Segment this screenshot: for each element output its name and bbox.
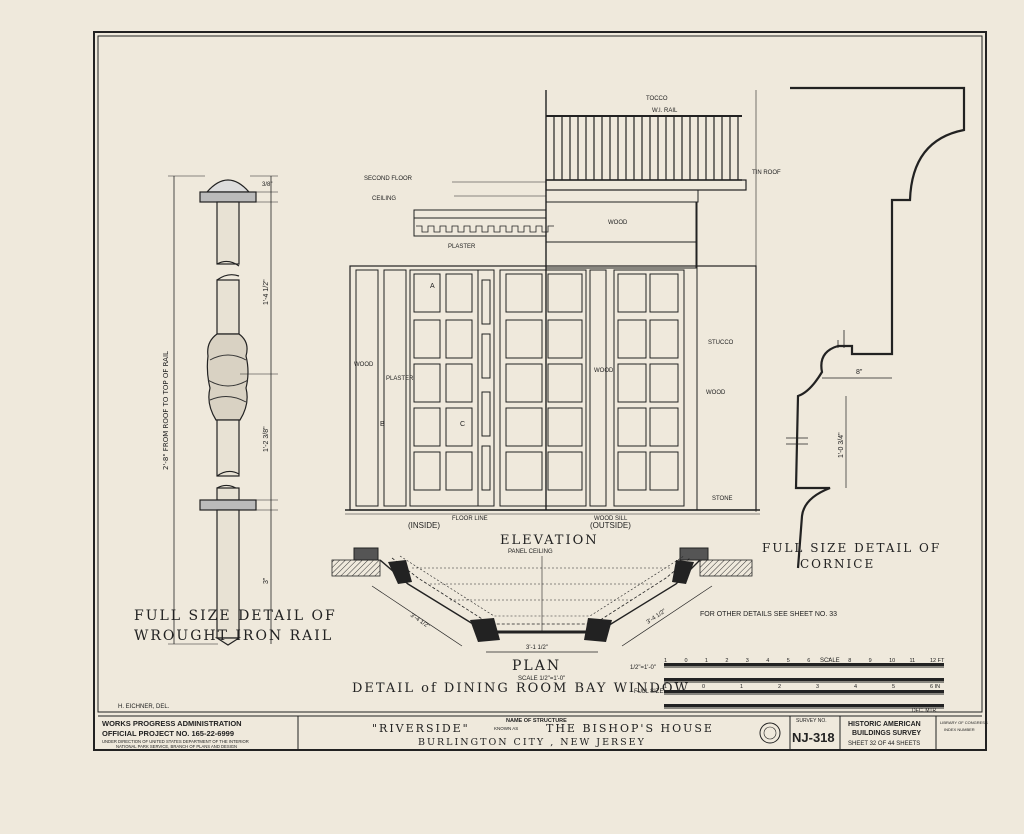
library-line2: INDEX NUMBER xyxy=(944,727,975,732)
survey-no-label: SURVEY NO. xyxy=(796,718,827,724)
scale-row2-label: FULL SIZE xyxy=(634,689,663,695)
sheet-number: SHEET 32 OF 44 SHEETS xyxy=(848,741,920,747)
scale-row1-tick-3: 2 xyxy=(725,658,728,664)
rail-caption-line2: WROUGHT IRON RAIL xyxy=(134,628,333,644)
delineator: H. EICHNER, DEL. xyxy=(118,704,170,710)
wpa-line3: UNDER DIRECTION OF UNITED STATES DEPARTM… xyxy=(102,739,249,744)
scale-row1-tick-11: 10 xyxy=(889,658,895,664)
rail-vertical-note: 2'-8" FROM ROOF TO TOP OF RAIL xyxy=(162,351,170,470)
scale-row2-tick-5: 4 xyxy=(854,684,857,690)
marker-a: A xyxy=(430,283,435,290)
bay-window-plan xyxy=(331,547,753,653)
note-plaster-left: PLASTER xyxy=(386,376,414,382)
cornice-caption-line2: CORNICE xyxy=(800,557,875,571)
scale-row2-tick-2: 1 xyxy=(740,684,743,690)
note-wood-right: WOOD xyxy=(706,390,726,396)
wpa-line2: OFFICIAL PROJECT NO. 165-22-6999 xyxy=(102,729,234,738)
habs-line1: HISTORIC AMERICAN xyxy=(848,721,921,728)
plan-label: PLAN xyxy=(512,658,561,674)
library-line1: LIBRARY OF CONGRESS xyxy=(940,720,988,725)
scale-row2-tick-3: 2 xyxy=(778,684,781,690)
cornice-dim-width: 8" xyxy=(856,369,863,376)
note-stone: STONE xyxy=(712,496,733,502)
outer-border xyxy=(93,31,987,751)
note-outside: (OUTSIDE) xyxy=(590,521,631,530)
note-plaster-top: PLASTER xyxy=(448,244,476,250)
scale-row1-tick-4: 3 xyxy=(746,658,749,664)
rail-caption-line1: FULL SIZE DETAIL OF xyxy=(134,608,337,624)
known-as: KNOWN AS xyxy=(494,726,518,731)
scale-row1-tick-0: 1 xyxy=(664,658,667,664)
note-tocco: TOCCO xyxy=(646,96,668,102)
scale-row1-tick-7: 6 xyxy=(807,658,810,664)
scale-row1-tick-5: 4 xyxy=(766,658,769,664)
scale-row2-tick-6: 5 xyxy=(892,684,895,690)
rail-dim-upper: 1'-4 1/2" xyxy=(263,279,270,305)
note-inside: (INSIDE) xyxy=(408,521,440,530)
scale-row2-ticks: 1 0 1 2 3 4 5 6 IN xyxy=(664,684,940,690)
inner-border xyxy=(97,35,983,713)
plan-scale: SCALE 1/2"=1'-0" xyxy=(518,676,565,682)
note-wood-center: WOOD xyxy=(594,368,614,374)
marker-c: C xyxy=(460,421,465,428)
scale-row1-tick-10: 9 xyxy=(869,658,872,664)
survey-no: NJ-318 xyxy=(792,730,835,745)
note-floor-line: FLOOR LINE xyxy=(452,516,488,522)
window-elevation xyxy=(345,90,760,515)
scale-row2-tick-0: 1 xyxy=(664,684,667,690)
note-wood-left: WOOD xyxy=(354,362,374,368)
plan-dim-left: 3'-4 1/2" xyxy=(409,613,431,630)
note-wood-sill: WOOD SILL xyxy=(594,516,628,522)
scale-row1-tick-8: 7 xyxy=(828,658,831,664)
note-wi-rail: W.I. RAIL xyxy=(652,108,678,114)
rail-dim-lower: 1'-2 3/8" xyxy=(263,426,270,452)
scale-row1-tick-6: 5 xyxy=(787,658,790,664)
scale-bars xyxy=(664,663,944,709)
scale-row1-tick-2: 1 xyxy=(705,658,708,664)
location: BURLINGTON CITY , NEW JERSEY xyxy=(418,737,646,748)
seal-icon xyxy=(759,722,781,744)
scale-row1-tick-13: 12 FT xyxy=(930,658,945,664)
plan-dim-mid: 3'-1 1/2" xyxy=(526,645,548,651)
elevation-label: ELEVATION xyxy=(500,533,599,548)
rail-dim-top: 3/8" xyxy=(262,182,272,188)
other-details-note: FOR OTHER DETAILS SEE SHEET NO. 33 xyxy=(700,611,837,618)
plan-panel-ceiling: PANEL CEILING xyxy=(508,549,553,555)
wpa-line1: WORKS PROGRESS ADMINISTRATION xyxy=(102,719,242,728)
rail-dim-bottom: 3" xyxy=(263,577,270,584)
scale-row1-label: 1/2"=1'-0" xyxy=(630,665,656,671)
cornice-detail xyxy=(786,86,966,569)
structure-alias: THE BISHOP'S HOUSE xyxy=(546,722,714,735)
wpa-line4: NATIONAL PARK SERVICE, BRANCH OF PLANS A… xyxy=(116,744,237,749)
marker-b: B xyxy=(380,421,385,428)
scale-row2-tick-4: 3 xyxy=(816,684,819,690)
scale-row1-tick-9: 8 xyxy=(848,658,851,664)
scale-row2-tick-7: 6 IN xyxy=(930,684,940,690)
scale-row1-tick-12: 11 xyxy=(910,658,916,664)
structure-name: "RIVERSIDE" xyxy=(372,722,470,735)
cornice-dim-height: 1'-0 3/4" xyxy=(838,432,845,458)
note-ceiling: CEILING xyxy=(372,196,396,202)
note-tin-roof: TIN ROOF xyxy=(752,170,781,176)
scale-row1-tick-1: 0 xyxy=(685,658,688,664)
note-wood-top: WOOD xyxy=(608,220,628,226)
scale-row3-label: DEC. MTR. xyxy=(912,708,938,714)
note-second-floor: SECOND FLOOR xyxy=(364,176,413,182)
note-stucco: STUCCO xyxy=(708,340,734,346)
cornice-caption-line1: FULL SIZE DETAIL OF xyxy=(762,541,941,555)
iron-rail-detail xyxy=(168,175,278,646)
title-block xyxy=(98,715,982,750)
name-of-structure-label: NAME OF STRUCTURE xyxy=(506,718,567,724)
drawing-title: DETAIL of DINING ROOM BAY WINDOW xyxy=(352,681,690,696)
scale-title: SCALE xyxy=(820,658,840,664)
scale-row2-tick-1: 0 xyxy=(702,684,705,690)
habs-line2: BUILDINGS SURVEY xyxy=(852,730,921,737)
